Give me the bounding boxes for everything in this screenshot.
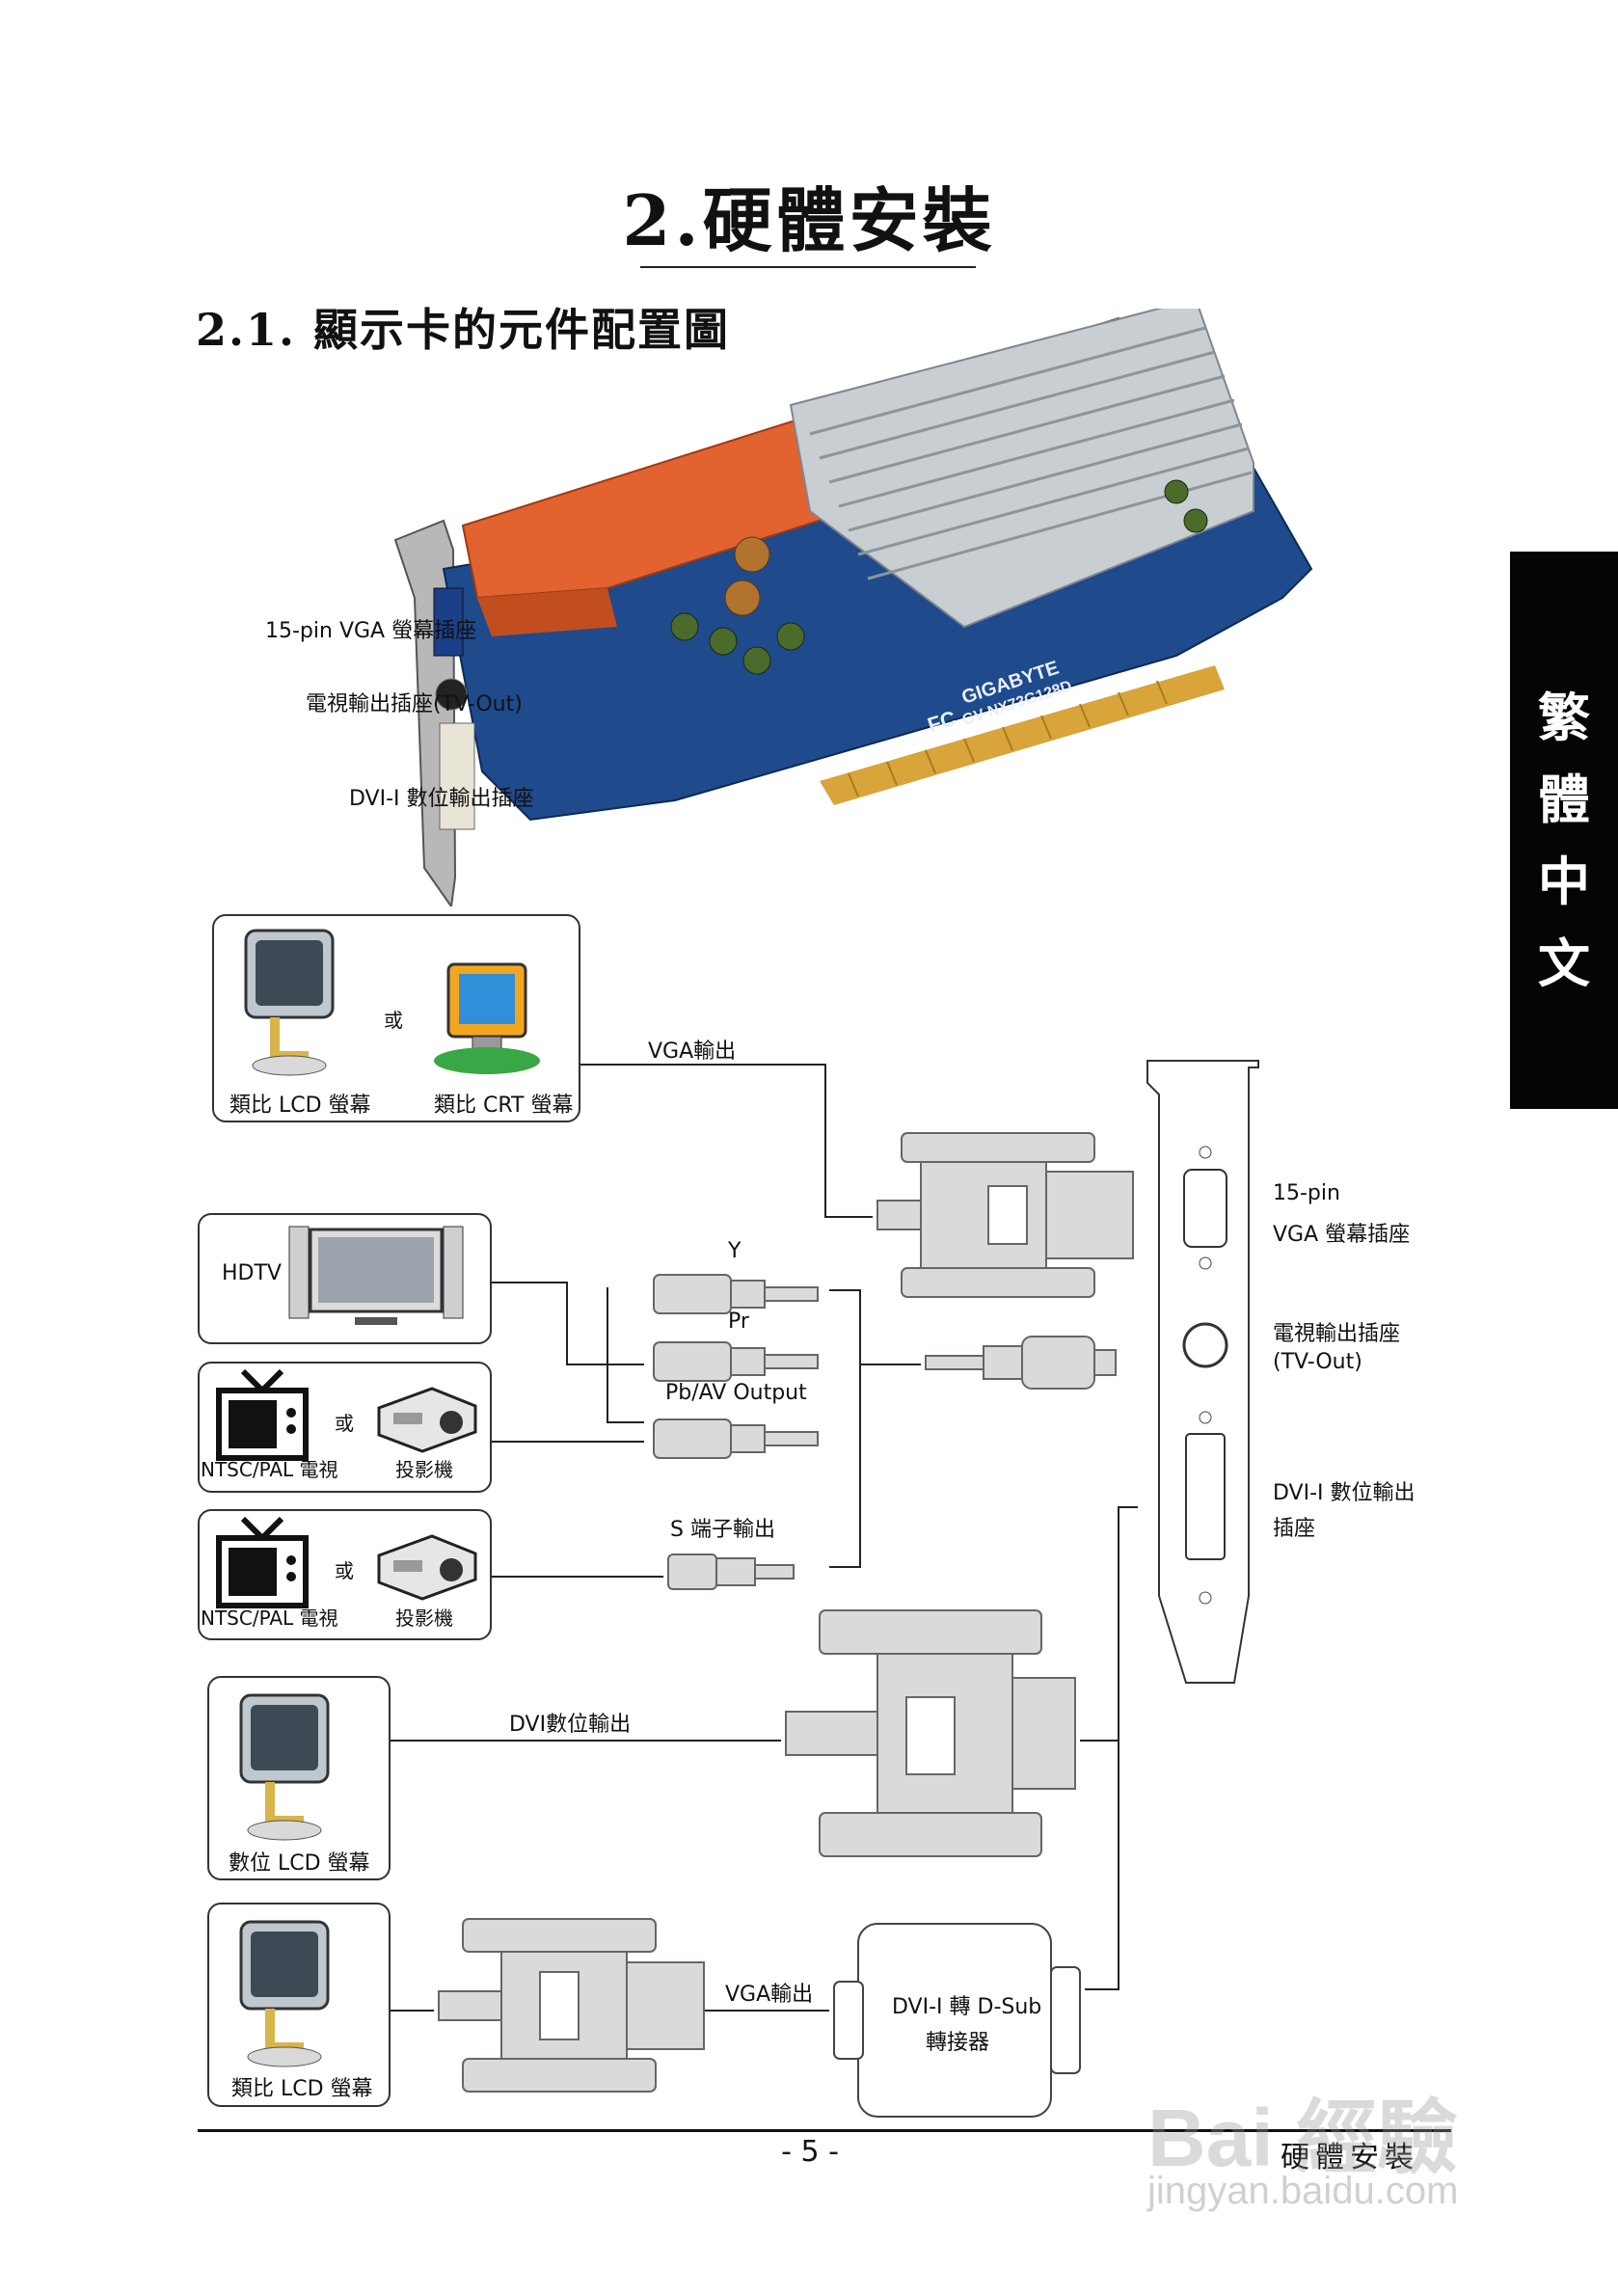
component-plug-icon — [653, 1274, 819, 1590]
or-label: 或 — [335, 1559, 354, 1582]
bracket-tv-label-1: 電視輸出插座 — [1273, 1322, 1401, 1346]
graphics-card-illustration: GIGABYTE GV-NX73G128D FC — [393, 309, 1313, 906]
projector-label: 投影機 — [395, 1458, 453, 1481]
language-side-tab — [1510, 552, 1618, 1109]
page-number: - 5 - — [781, 2135, 839, 2169]
hdtv-icon — [288, 1226, 464, 1325]
callout-vga: 15-pin VGA 螢幕插座 — [265, 619, 477, 643]
crt-monitor-icon — [434, 962, 540, 1074]
vga-output-label: VGA輸出 — [648, 1040, 737, 1064]
projector-icon — [377, 1534, 477, 1601]
projector-icon — [377, 1387, 477, 1453]
callout-tvout: 電視輸出插座(TV-Out) — [306, 692, 523, 716]
or-label: 或 — [335, 1412, 354, 1435]
hdtv-label: HDTV — [222, 1261, 282, 1285]
side-tab-char: 文 — [1538, 932, 1590, 994]
ntsc-pal-tv-label: NTSC/PAL 電視 — [201, 1458, 338, 1481]
vga-plug-icon — [876, 1132, 1134, 1298]
dvi-plug-icon — [785, 1609, 1076, 1857]
digital-lcd-box — [207, 1676, 391, 1880]
vga-connector-photo — [433, 587, 464, 657]
or-label: 或 — [384, 1009, 403, 1032]
vga-plug-icon — [438, 1918, 705, 2093]
callout-dvi: DVI-I 數位輸出插座 — [349, 787, 534, 811]
digital-lcd-label: 數位 LCD 螢幕 — [229, 1851, 370, 1876]
title-underline — [640, 266, 976, 268]
adapter-label-2: 轉接器 — [926, 2031, 990, 2055]
bracket-dvi-label-1: DVI-I 數位輸出 — [1273, 1481, 1416, 1505]
analog-crt-label: 類比 CRT 螢幕 — [434, 1094, 574, 1118]
projector-label: 投影機 — [395, 1607, 453, 1630]
lcd-monitor-icon — [239, 1920, 330, 2067]
svideo-plug-icon — [925, 1336, 1117, 1390]
watermark-logo: Bai 經驗 — [1147, 2093, 1459, 2183]
watermark-url: jingyan.baidu.com — [1147, 2170, 1459, 2212]
side-tab-char: 繁 — [1538, 687, 1590, 748]
footer-chapter: 硬體安裝 — [1281, 2141, 1419, 2174]
dvi-vga-adapter-icon — [833, 1923, 1081, 2118]
tv-icon — [216, 1517, 309, 1608]
y-label: Y — [728, 1239, 742, 1263]
dvi-connector-photo — [439, 722, 475, 830]
analog-lcd-label: 類比 LCD 螢幕 — [231, 2077, 373, 2101]
bracket-tv-label-2: (TV-Out) — [1273, 1350, 1362, 1374]
page-title: 2.硬體安裝 — [622, 179, 996, 261]
card-gold-fingers — [820, 665, 1225, 805]
bracket-dvi-label-2: 插座 — [1273, 1517, 1316, 1541]
side-tab-char: 中 — [1538, 851, 1590, 912]
side-tab-char: 體 — [1538, 769, 1590, 830]
card-heatsink — [789, 309, 1254, 629]
footer-rule — [198, 2129, 1451, 2132]
tvout-connector-photo — [435, 678, 468, 711]
analog-lcd-label: 類比 LCD 螢幕 — [229, 1094, 371, 1118]
lcd-monitor-icon — [244, 929, 335, 1076]
section-heading: 2.1. 顯示卡的元件配置圖 — [196, 304, 731, 356]
pbav-label: Pb/AV Output — [665, 1381, 807, 1405]
s-output-label: S 端子輸出 — [670, 1518, 775, 1542]
pr-label: Pr — [728, 1310, 749, 1334]
vga-output-label: VGA輸出 — [725, 1983, 814, 2007]
lcd-monitor-icon — [239, 1693, 330, 1841]
adapter-label-1: DVI-I 轉 D-Sub — [892, 1995, 1042, 2019]
tv-icon — [216, 1369, 309, 1461]
ntsc-pal-tv-label: NTSC/PAL 電視 — [201, 1607, 338, 1630]
bracket-vga-label-2: VGA 螢幕插座 — [1273, 1223, 1411, 1247]
bracket-vga-label-1: 15-pin — [1273, 1181, 1340, 1205]
bracket-icon — [1146, 1060, 1259, 1684]
dvi-output-label: DVI數位輸出 — [509, 1713, 632, 1737]
